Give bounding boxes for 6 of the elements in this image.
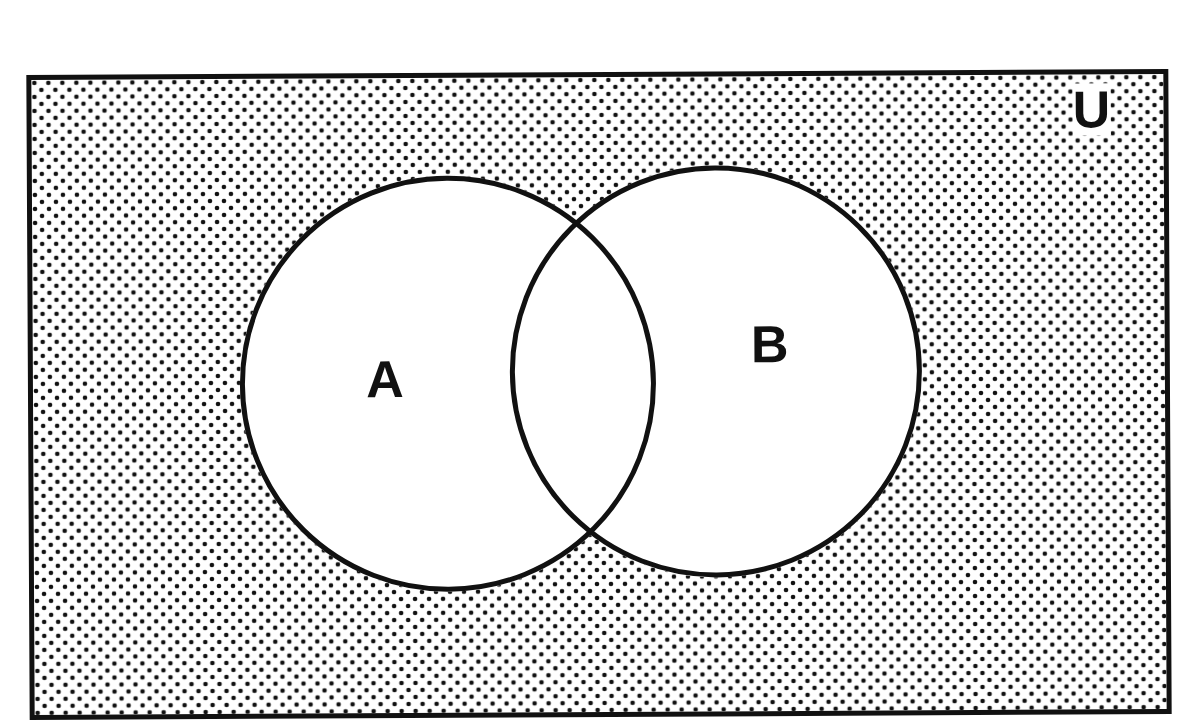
- set-circle: [238, 174, 658, 593]
- set-circle: [508, 164, 923, 579]
- universal-set-rectangle: [26, 69, 1172, 720]
- set-label: U: [1072, 83, 1111, 136]
- set-label: A: [366, 353, 404, 406]
- set-label: B: [750, 318, 789, 371]
